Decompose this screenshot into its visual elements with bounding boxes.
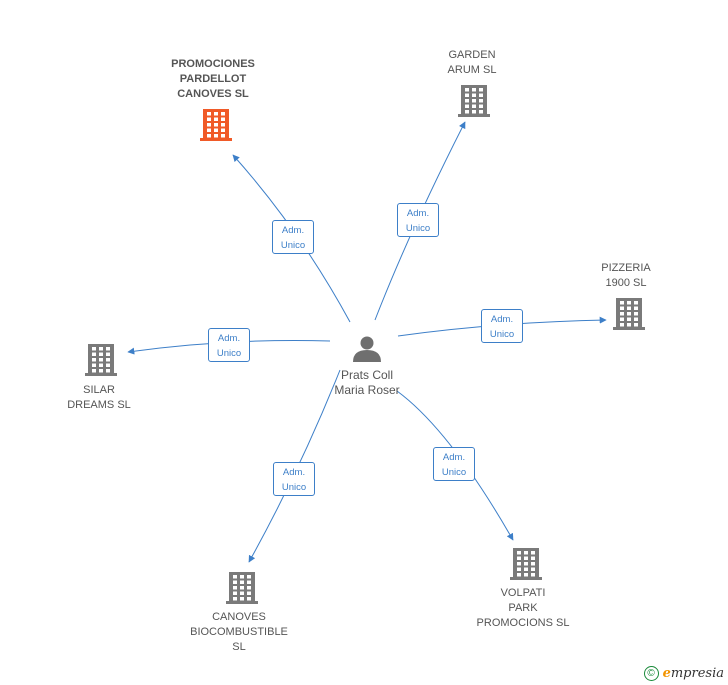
node-label-line: CANOVES SL xyxy=(177,88,249,100)
node-label-line: BIOCOMBUSTIBLE xyxy=(190,626,288,638)
node-label-promociones-pardellot-canoves[interactable]: PROMOCIONES PARDELLOT CANOVES SL xyxy=(171,57,255,102)
edge-badge-line: Adm. xyxy=(282,467,306,478)
edge-badge-line: Unico xyxy=(280,240,306,251)
edge-badge-line: Adm. xyxy=(406,208,430,219)
building-icon[interactable] xyxy=(226,572,258,604)
brand-logo[interactable]: empresia xyxy=(662,666,724,681)
edge-badge-line: Unico xyxy=(216,348,242,359)
node-label-line: SL xyxy=(232,641,246,653)
node-label-line: CANOVES xyxy=(212,611,266,623)
node-label-line: PIZZERIA xyxy=(601,262,651,274)
node-label-line: PARDELLOT xyxy=(179,73,247,85)
building-icon[interactable] xyxy=(85,344,117,376)
footer-brand: © empresia xyxy=(643,666,724,681)
person-label-line: Prats Coll xyxy=(340,368,394,382)
edge-badge-silar-dreams[interactable]: Adm. Unico xyxy=(208,328,250,362)
edge-badge-garden-arum[interactable]: Adm. Unico xyxy=(397,203,439,237)
node-label-line: PROMOCIONES xyxy=(171,58,255,70)
node-label-line: 1900 SL xyxy=(605,277,647,289)
person-icon[interactable] xyxy=(353,336,381,363)
building-icon[interactable] xyxy=(458,85,490,117)
node-label-garden-arum[interactable]: GARDEN ARUM SL xyxy=(448,48,497,78)
node-label-silar-dreams[interactable]: SILAR DREAMS SL xyxy=(67,383,131,413)
edge-badge-line: Adm. xyxy=(217,333,241,344)
building-icon[interactable] xyxy=(613,298,645,330)
node-label-pizzeria-1900[interactable]: PIZZERIA 1900 SL xyxy=(601,261,651,291)
copyright-icon: © xyxy=(643,666,659,681)
person-label-line: Maria Roser xyxy=(334,383,400,397)
edge-badge-line: Unico xyxy=(441,467,467,478)
node-label-line: ARUM SL xyxy=(447,64,497,76)
edge-badge-line: Unico xyxy=(281,482,307,493)
edge-badge-line: Adm. xyxy=(281,225,305,236)
edge-badge-volpati-park-promocions[interactable]: Adm. Unico xyxy=(433,447,475,481)
edge-badge-line: Unico xyxy=(489,329,515,340)
edge-badge-canoves-biocombustible[interactable]: Adm. Unico xyxy=(273,462,315,496)
node-label-line: PARK xyxy=(508,602,538,614)
edge-badge-pizzeria-1900[interactable]: Adm. Unico xyxy=(481,309,523,343)
node-label-volpati-park-promocions[interactable]: VOLPATI PARK PROMOCIONS SL xyxy=(477,586,570,631)
edge-badge-line: Adm. xyxy=(490,314,514,325)
node-label-line: GARDEN xyxy=(448,49,496,61)
node-label-line: SILAR xyxy=(83,384,115,396)
edge-badge-line: Adm. xyxy=(442,452,466,463)
building-icon[interactable] xyxy=(200,109,232,141)
node-label-canoves-biocombustible[interactable]: CANOVES BIOCOMBUSTIBLE SL xyxy=(190,610,288,655)
building-icon[interactable] xyxy=(510,548,542,580)
edge-badge-promociones-pardellot-canoves[interactable]: Adm. Unico xyxy=(272,220,314,254)
node-label-line: VOLPATI xyxy=(500,587,546,599)
node-label-line: DREAMS SL xyxy=(67,399,131,411)
node-label-line: PROMOCIONS SL xyxy=(476,617,570,629)
edge-badge-line: Unico xyxy=(405,223,431,234)
